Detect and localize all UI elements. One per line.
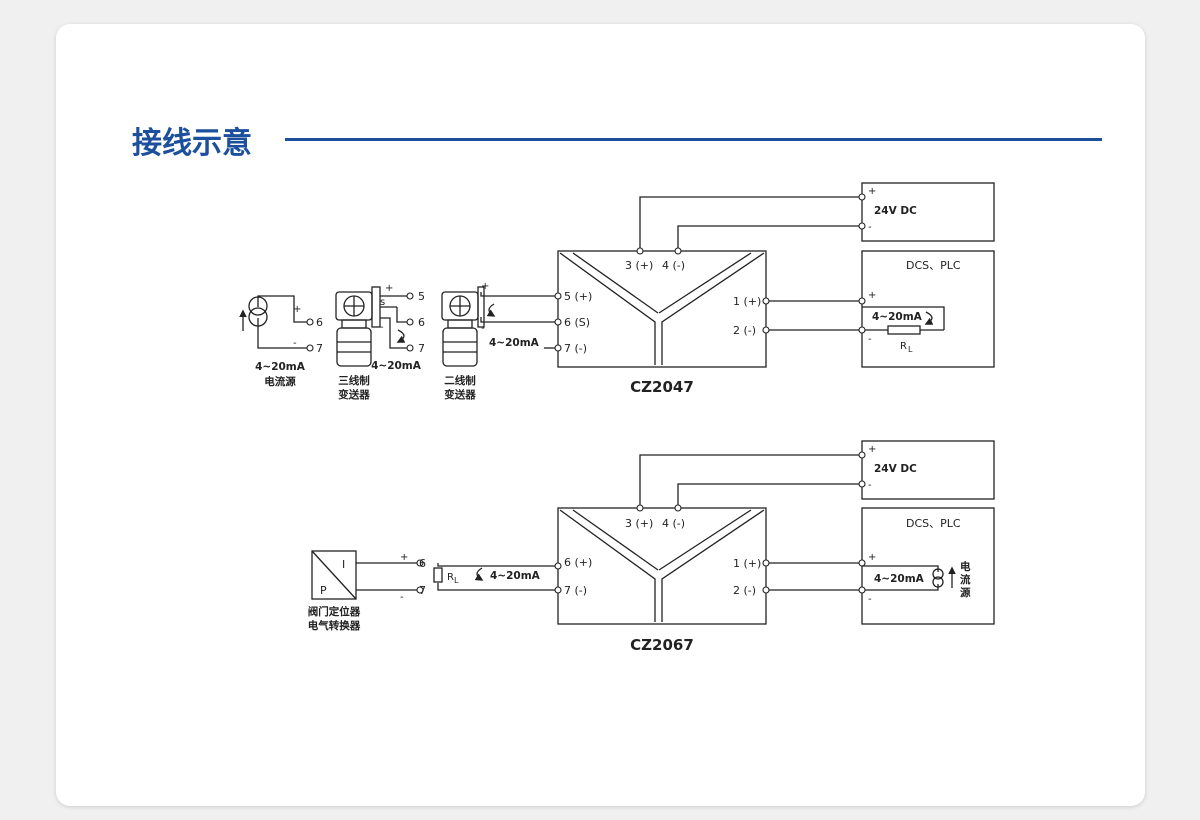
cz2067-load-resistor [433, 567, 443, 583]
cz2067-source-char-2: 流 [960, 573, 971, 586]
cz2047-terminal-5: 5 (+) [564, 290, 592, 303]
terminal-points [306, 193, 866, 594]
cz2067-supply-box [861, 440, 995, 500]
three-wire-caption-line-2: 变送器 [338, 388, 370, 401]
three-wire-transmitter [335, 286, 410, 367]
two-wire-caption-line-2: 变送器 [444, 388, 476, 401]
two-wire-caption-line-1: 二线制 [444, 374, 476, 387]
current-source-terminal-7: 7 [316, 342, 323, 355]
current-source-minus: - [293, 338, 297, 349]
content-card [56, 24, 1145, 806]
three-wire-plus: + [385, 283, 393, 294]
two-wire-minus: - [481, 323, 485, 334]
load-resistor-sub: L [454, 576, 459, 585]
cz2047-box [557, 250, 767, 368]
load-resistor-label: R [447, 572, 454, 583]
cz2067-supply-plus: + [868, 444, 876, 455]
cz2067-model-label: CZ2067 [630, 636, 694, 654]
converter-caption-line-1: 阀门定位器 [308, 605, 361, 618]
cz2047-supply-label: 24V DC [874, 205, 917, 217]
converter-plus: + [400, 552, 408, 563]
two-wire-plus: + [481, 281, 489, 292]
cz2067-source-char-3: 源 [960, 586, 971, 599]
cz2047-diagram [239, 182, 995, 368]
cz2047-resistor-sub: L [908, 345, 913, 354]
cz2067-terminal-1: 1 (+) [733, 557, 761, 570]
current-source-plus: + [293, 304, 301, 315]
valve-converter [311, 550, 420, 600]
title-rule [285, 138, 1102, 141]
two-wire-signal: 4~20mA [489, 337, 540, 349]
cz2047-resistor-label: R [900, 341, 907, 352]
current-source-caption: 电流源 [264, 375, 296, 388]
cz2067-terminal-7: 7 (-) [564, 584, 587, 597]
cz2067-receiver-minus: - [868, 594, 872, 605]
cz2067-supply-label: 24V DC [874, 463, 917, 475]
cz2047-terminal-6: 6 (S) [564, 316, 590, 329]
section-title: 接线示意 [132, 126, 252, 161]
cz2067-terminal-4: 4 (-) [662, 517, 685, 530]
three-wire-caption-line-1: 三线制 [338, 374, 370, 387]
cz2047-receiver-signal: 4~20mA [872, 311, 923, 323]
two-wire-transmitter [441, 286, 485, 367]
cz2047-supply-plus: + [868, 186, 876, 197]
three-wire-terminal-6: 6 [418, 316, 425, 329]
converter-terminal-6: 6 [419, 557, 426, 570]
current-source-signal: 4~20mA [255, 361, 306, 373]
cz2047-receiver-minus: - [868, 334, 872, 345]
cz2047-terminal-2: 2 (-) [733, 324, 756, 337]
cz2047-y-outer-2 [661, 252, 765, 365]
cz2047-load-resistor [887, 325, 921, 335]
converter-caption-line-2: 电气转换器 [308, 619, 361, 632]
cz2067-source-char-1: 电 [960, 560, 971, 573]
three-wire-signal: 4~20mA [371, 360, 422, 372]
converter-terminal-7: 7 [419, 584, 426, 597]
cz2047-terminal-7: 7 (-) [564, 342, 587, 355]
cz2047-receiver-plus: + [868, 290, 876, 301]
load-signal: 4~20mA [490, 570, 541, 582]
converter-p-label: P [320, 584, 327, 597]
cz2067-receiver-signal: 4~20mA [874, 573, 925, 585]
converter-i-label: I [342, 558, 345, 571]
cz2047-supply-box [861, 182, 995, 242]
cz2047-receiver-box [861, 250, 995, 368]
current-source-terminal-6: 6 [316, 316, 323, 329]
converter-minus: - [400, 592, 404, 603]
cz2067-receiver-label: DCS、PLC [906, 517, 961, 530]
three-wire-terminal-7: 7 [418, 342, 425, 355]
cz2067-receiver-plus: + [868, 552, 876, 563]
three-wire-minus: - [380, 322, 384, 333]
cz2067-terminal-2: 2 (-) [733, 584, 756, 597]
cz2047-model-label: CZ2047 [630, 378, 694, 396]
cz2047-supply-minus: - [868, 222, 872, 233]
current-source-1 [239, 295, 310, 349]
cz2067-supply-minus: - [868, 480, 872, 491]
cz2047-terminal-3: 3 (+) [625, 259, 653, 272]
cz2047-terminal-4: 4 (-) [662, 259, 685, 272]
three-wire-terminal-5: 5 [418, 290, 425, 303]
cz2047-receiver-label: DCS、PLC [906, 259, 961, 272]
cz2067-terminal-6: 6 (+) [564, 556, 592, 569]
three-wire-s: s [380, 297, 385, 308]
cz2067-terminal-3: 3 (+) [625, 517, 653, 530]
cz2047-y-outer [559, 252, 656, 365]
cz2047-terminal-1: 1 (+) [733, 295, 761, 308]
